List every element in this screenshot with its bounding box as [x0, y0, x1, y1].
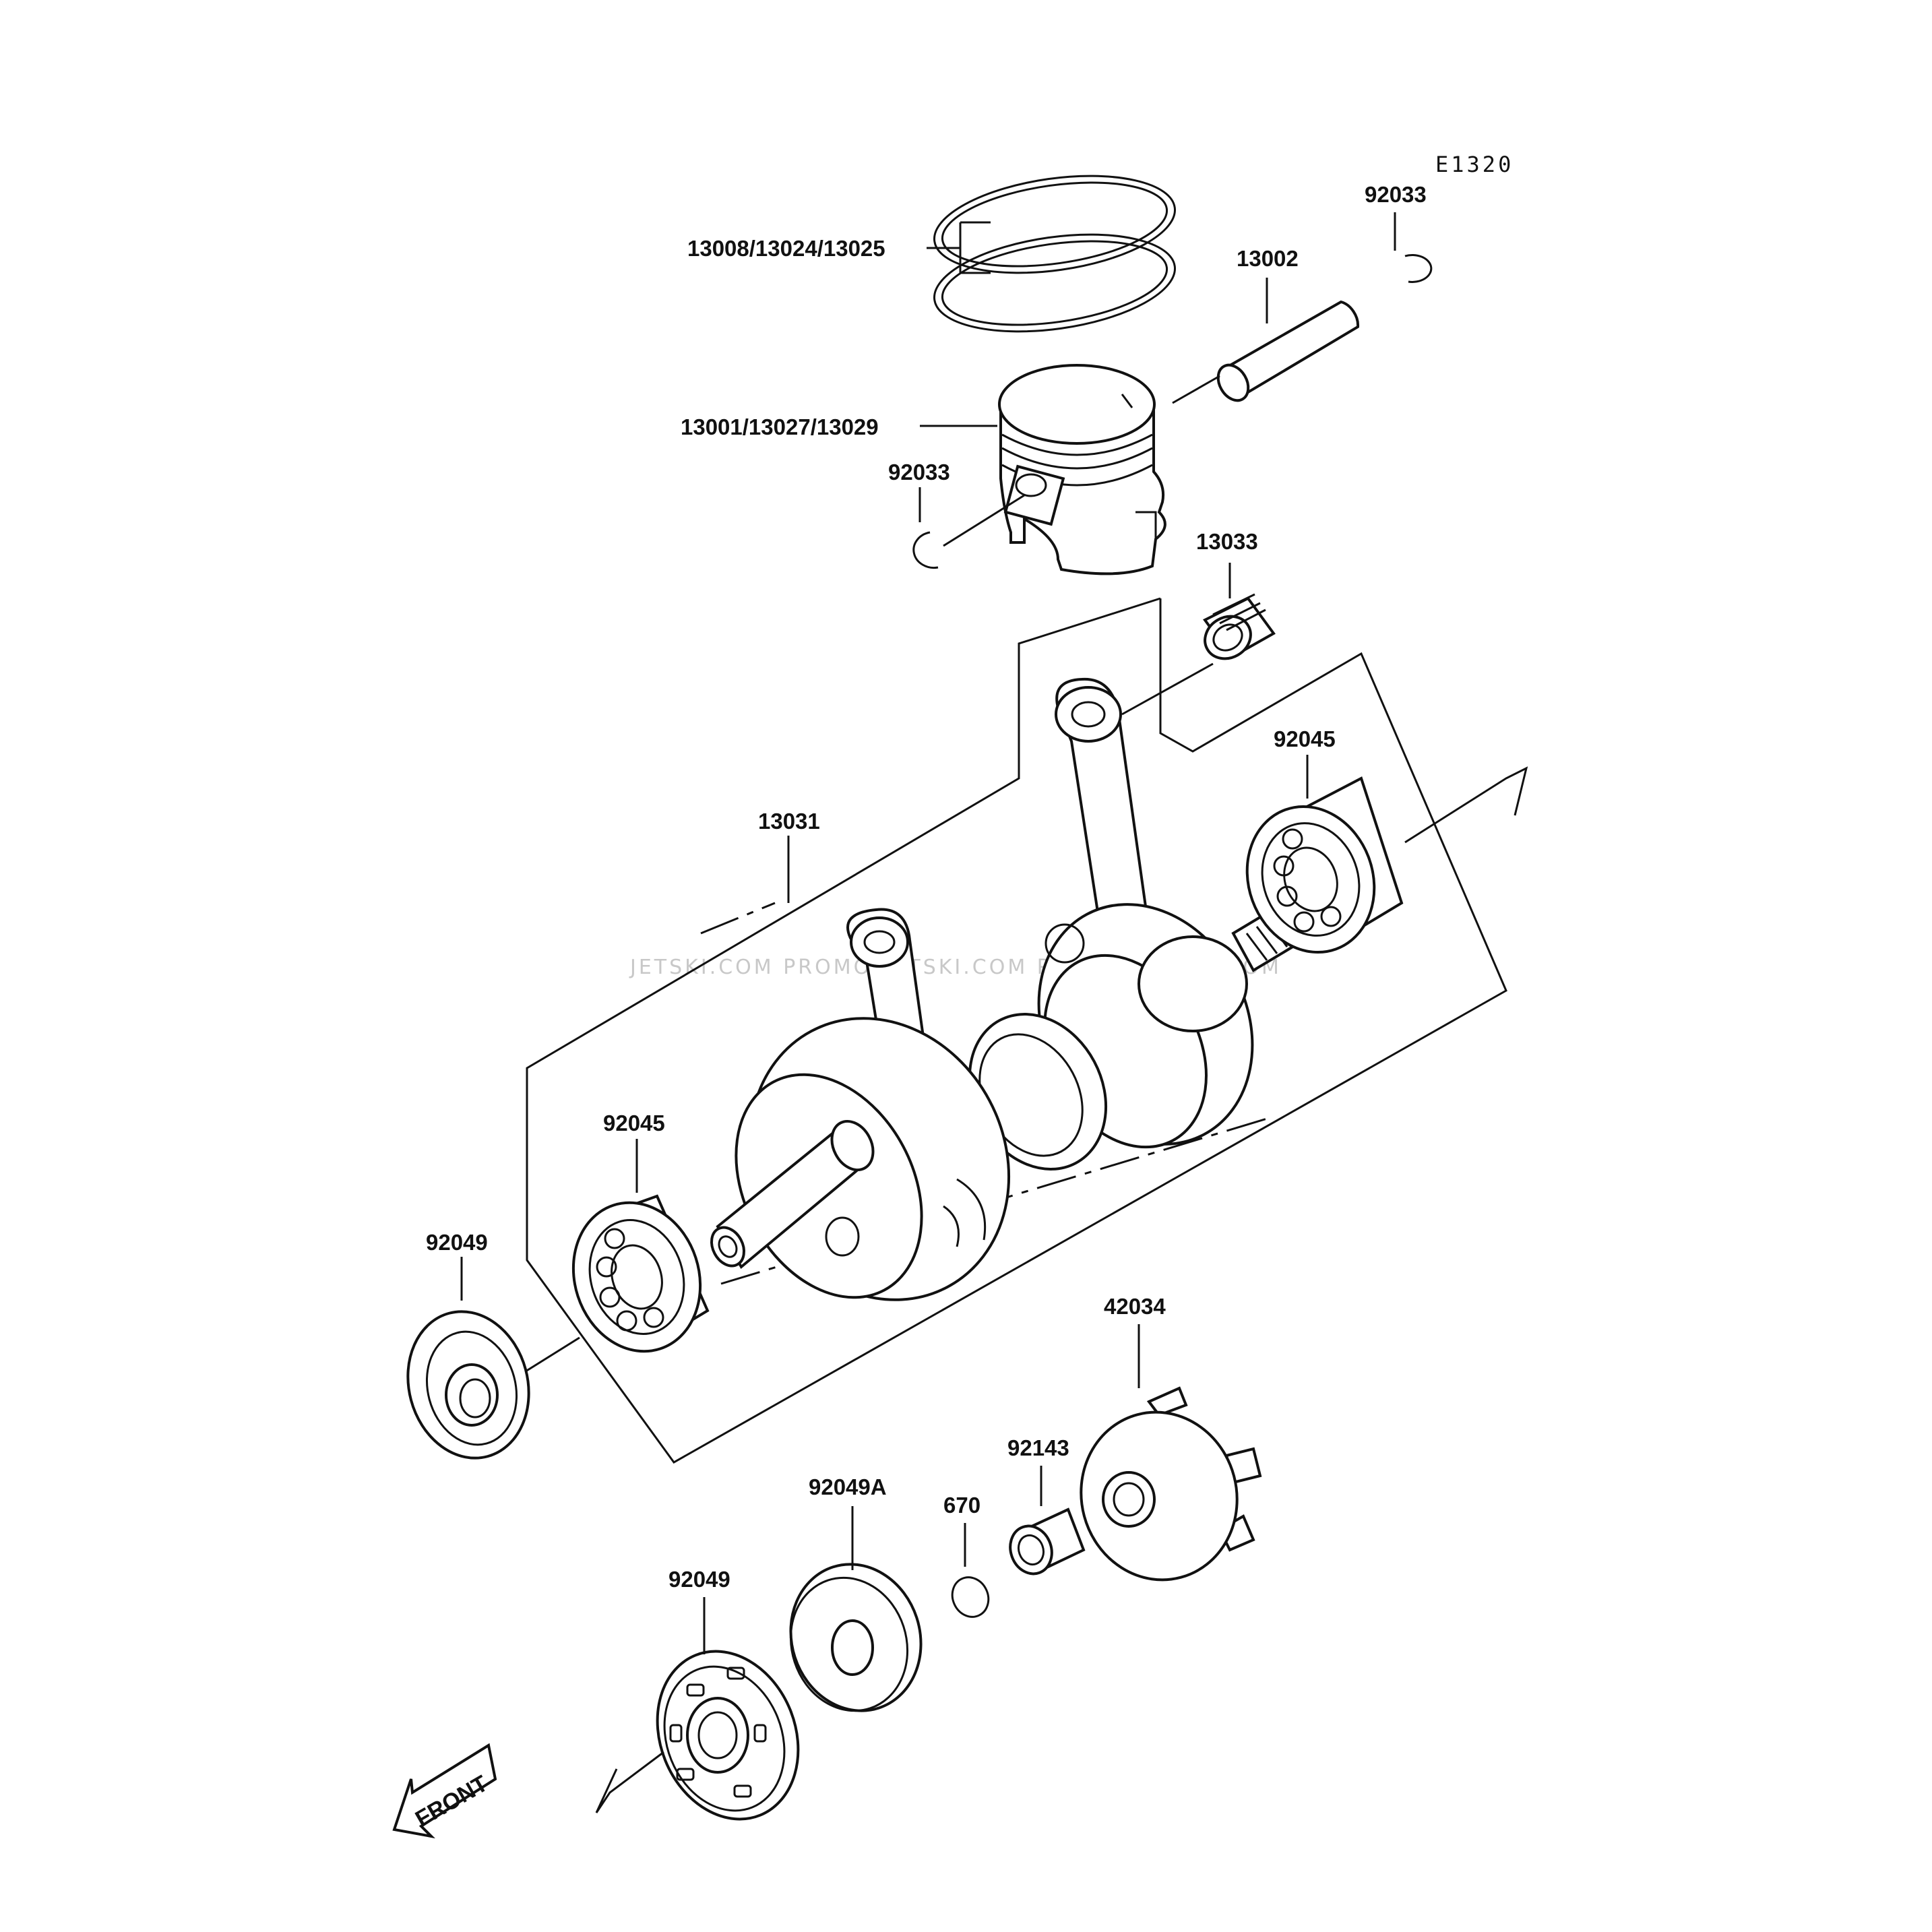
label-circlip-top: 92033 — [1365, 182, 1427, 207]
label-oil-seal-left: 92049 — [426, 1230, 488, 1255]
main-bearing-left-part — [571, 1194, 710, 1353]
piston-pin-part — [1216, 300, 1360, 402]
oil-seal-left-part — [406, 1310, 530, 1460]
label-seal-a: 92049A — [809, 1474, 887, 1499]
clip-axis-line — [943, 494, 1025, 547]
label-piston-pin: 13002 — [1237, 246, 1299, 271]
needle-bearing-part — [1202, 593, 1276, 660]
crankshaft-upper-axis — [700, 902, 776, 935]
label-needle-bearing: 13033 — [1196, 529, 1258, 554]
label-piston: 13001/13027/13029 — [681, 414, 879, 439]
impeller-part — [1080, 1386, 1262, 1582]
label-o-ring: 670 — [943, 1493, 980, 1518]
needle-bearing-axis-line — [1121, 662, 1214, 716]
crankshaft-bracket-line — [526, 597, 1507, 1464]
piston-part — [998, 364, 1166, 575]
crankshaft-part — [710, 677, 1310, 1301]
seal-bottom-axis-line — [595, 1751, 664, 1813]
bearing-right-axis-line — [1404, 766, 1528, 844]
front-direction-arrow: FRONT — [392, 1743, 497, 1839]
circlip-top-part — [1404, 253, 1433, 283]
label-piston-rings: 13008/13024/13025 — [687, 236, 885, 261]
oil-seal-bottom-part — [656, 1650, 800, 1821]
piston-rings-part — [933, 175, 1176, 333]
piston-pin-axis-line — [1172, 375, 1220, 404]
label-main-bearing-left: 92045 — [603, 1111, 665, 1135]
diagram-reference-code: E1320 — [1435, 152, 1514, 177]
circlip-left-part — [912, 531, 939, 569]
main-bearing-right-part — [1245, 776, 1404, 954]
seal-left-axis-line — [525, 1336, 580, 1373]
label-collar: 92143 — [1007, 1435, 1069, 1460]
label-crankshaft: 13031 — [758, 809, 820, 834]
label-circlip-left: 92033 — [888, 460, 950, 485]
label-oil-seal-bottom: 92049 — [668, 1567, 730, 1592]
collar-part — [1009, 1507, 1086, 1576]
label-main-bearing-right: 92045 — [1274, 726, 1336, 751]
seal-a-part — [789, 1563, 923, 1712]
o-ring-part — [951, 1576, 990, 1618]
rings-leader-line — [927, 221, 991, 274]
label-impeller: 42034 — [1104, 1294, 1166, 1319]
